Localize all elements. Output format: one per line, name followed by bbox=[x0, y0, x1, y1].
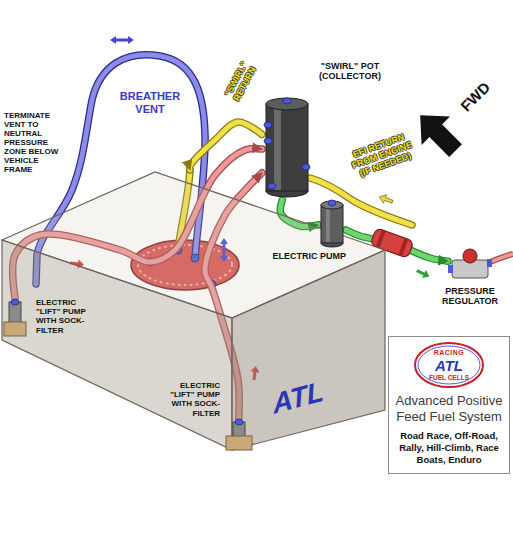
efi-return-label: EFI RETURN FROM ENGINE (IF NEEDED) bbox=[347, 130, 417, 180]
pipe-fitting bbox=[11, 299, 19, 305]
pipe-fitting bbox=[235, 419, 243, 425]
regulator-label: PRESSURE REGULATOR bbox=[438, 286, 502, 307]
electric-pump: ELECTRIC PUMP bbox=[318, 200, 346, 248]
swirl-pot: "SWIRL" POT (COLLECTOR) bbox=[262, 95, 312, 200]
pipe-fitting bbox=[283, 98, 291, 104]
regulator-port bbox=[487, 259, 492, 267]
direction-label: FWD bbox=[457, 78, 493, 114]
pipe-fitting bbox=[328, 200, 336, 206]
pump-label: ELECTRIC PUMP bbox=[272, 252, 346, 262]
logo-ring bbox=[415, 343, 483, 387]
lift-pump: ELECTRIC "LIFT" PUMP WITH SOCK-FILTER bbox=[4, 298, 26, 336]
pump-body bbox=[321, 205, 343, 243]
pot-body bbox=[266, 104, 308, 191]
pump-label: ELECTRIC "LIFT" PUMP WITH SOCK-FILTER bbox=[36, 298, 98, 335]
flow-arrow bbox=[378, 193, 394, 206]
pipe-fitting bbox=[264, 138, 272, 144]
engine-feed-line-outline bbox=[490, 254, 513, 262]
pipe-fitting bbox=[264, 122, 272, 128]
pot-label: "SWIRL" POT (COLLECTOR) bbox=[316, 61, 384, 82]
pump-label: ELECTRIC "LIFT" PUMP WITH SOCK-FILTER bbox=[158, 381, 220, 418]
pump-highlight bbox=[326, 206, 330, 242]
logo-text: RACING bbox=[414, 349, 484, 357]
pipe-fitting bbox=[268, 183, 276, 189]
lift-pump-shape bbox=[226, 418, 252, 450]
regulator-knob bbox=[463, 249, 477, 263]
fuel-filter-band bbox=[398, 238, 408, 256]
fuel-line-outline bbox=[190, 122, 262, 170]
engine-feed-line bbox=[490, 254, 513, 262]
electric-pump-shape bbox=[318, 200, 346, 248]
pressure-regulator-shape bbox=[448, 248, 492, 282]
tank-front-face bbox=[2, 240, 232, 450]
lift-pump-shape bbox=[4, 298, 26, 336]
sock-filter bbox=[4, 322, 26, 336]
fuel-line bbox=[190, 122, 262, 170]
pressure-regulator: PRESSURE REGULATOR bbox=[448, 248, 492, 282]
pump-top bbox=[321, 201, 343, 209]
tank-side-face bbox=[232, 250, 385, 450]
fuel-filter-band bbox=[376, 230, 386, 248]
pot-highlight bbox=[274, 105, 281, 190]
child-slot: RACINGATLFUEL CELLS bbox=[394, 342, 504, 388]
brand-logo: RACINGATLFUEL CELLS bbox=[414, 342, 484, 388]
vent-label: BREATHER VENT bbox=[116, 90, 184, 116]
logo-text: FUEL CELLS bbox=[414, 374, 484, 382]
pipe-label: "SWIRL" RETURN bbox=[223, 60, 259, 105]
pot-top bbox=[266, 98, 308, 110]
flow-arrow bbox=[415, 267, 431, 281]
panel-uses: Road Race, Off-Road, Rally, Hill-Climb, … bbox=[394, 430, 504, 466]
vent-flow-arrow bbox=[110, 36, 134, 44]
vent-note: TERMINATE VENT TO NEUTRAL PRESSURE ZONE … bbox=[4, 112, 62, 175]
forward-arrow bbox=[406, 101, 470, 165]
lift-pump: ELECTRIC "LIFT" PUMP WITH SOCK-FILTER bbox=[226, 418, 252, 450]
sock-filter bbox=[226, 436, 252, 450]
pipe-fitting bbox=[302, 164, 310, 170]
swirl-pot-shape bbox=[262, 95, 312, 200]
panel-title: Advanced Positive Feed Fuel System bbox=[394, 393, 504, 424]
fuel-line-pipe bbox=[190, 122, 262, 170]
info-panel: RACINGATLFUEL CELLS Advanced Positive Fee… bbox=[388, 336, 510, 474]
logo-text: ATL bbox=[414, 357, 484, 374]
regulator-port bbox=[448, 265, 453, 273]
